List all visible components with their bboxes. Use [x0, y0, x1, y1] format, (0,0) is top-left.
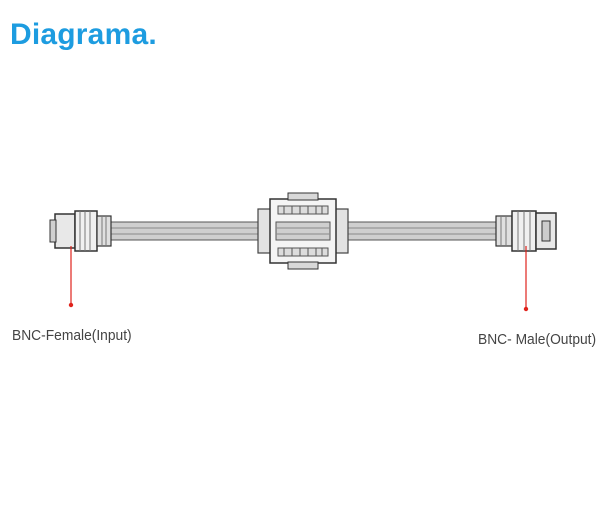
input-connector-label: BNC-Female(Input): [12, 327, 132, 344]
cable-left-segment: [109, 221, 271, 241]
input-leader-line: [68, 246, 74, 308]
output-leader-line: [523, 246, 529, 312]
cable-right-segment: [335, 221, 501, 241]
bnc-male-connector: [495, 210, 557, 252]
bnc-female-connector: [49, 210, 112, 252]
page-title: Diagrama.: [10, 18, 157, 51]
ferrite-core: [257, 192, 349, 270]
output-connector-label: BNC- Male(Output): [478, 331, 597, 348]
